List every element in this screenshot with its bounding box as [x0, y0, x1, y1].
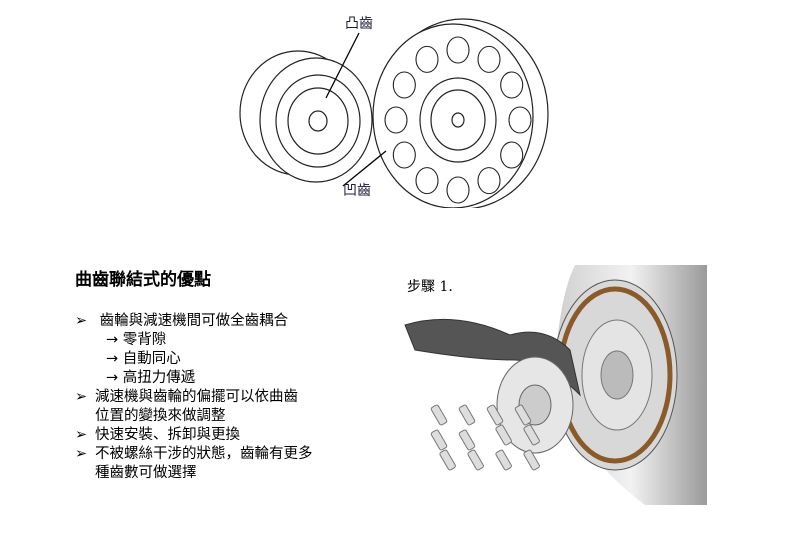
sub-bullet: → 自動同心: [106, 350, 181, 369]
bolt-hole: [446, 36, 470, 64]
bolt-hole: [415, 167, 439, 195]
bullet-text: 齒輪與減速機間可做全齒耦合: [99, 313, 289, 329]
bullet-marker-icon: ➢: [75, 427, 88, 443]
arrow-icon: →: [106, 370, 119, 386]
step-label: 步驟 1.: [407, 279, 453, 295]
concave-tooth-label: 凹齒: [343, 183, 371, 199]
bullet-text: 不被螺絲干涉的狀態，齒輪有更多: [95, 446, 313, 462]
bolt: [430, 429, 448, 451]
bullet-marker-icon: ➢: [75, 389, 88, 405]
sub-bullet: → 零背隙: [106, 331, 166, 350]
bolt-hole: [508, 106, 532, 134]
bullet-4-cont: 種齒數可做選擇: [95, 465, 197, 481]
bullet-marker-icon: ➢: [75, 446, 88, 462]
sub-text: 高扭力傳遞: [122, 370, 196, 386]
bolt: [439, 449, 456, 471]
convex-tooth-label: 凸齒: [345, 16, 373, 32]
bolt: [430, 404, 448, 426]
bolt: [523, 449, 540, 471]
bolt: [486, 404, 504, 426]
bullet-4: ➢ 不被螺絲干涉的狀態，齒輪有更多: [75, 445, 313, 464]
bolt: [514, 404, 532, 426]
bolt: [495, 424, 512, 446]
section-heading: 曲齒聯結式的優點: [75, 270, 211, 290]
bolt-hole: [392, 141, 416, 169]
bolt-hole: [392, 71, 416, 99]
bullet-marker-icon: ➢: [75, 313, 88, 329]
convex-gear-illustration: [239, 50, 373, 183]
sub-bullet: → 高扭力傳遞: [106, 369, 195, 388]
bullet-2: ➢ 減速機與齒輪的偏擺可以依曲齒: [75, 388, 298, 407]
bolt-hole: [446, 176, 470, 204]
curvic-coupling-diagram: [239, 18, 549, 208]
bullet-text: 快速安裝、拆卸與更換: [95, 427, 240, 443]
bolt-hole: [477, 45, 501, 73]
bullet-1: ➢ 齒輪與減速機間可做全齒耦合: [75, 312, 288, 331]
assembly-step-illustration: [404, 265, 707, 505]
arrow-icon: →: [106, 332, 119, 348]
sub-text: 零背隙: [122, 332, 167, 348]
bullet-text: 減速機與齒輪的偏擺可以依曲齒: [95, 389, 298, 405]
bolt: [495, 449, 512, 471]
bolt: [458, 404, 476, 426]
bolt: [467, 449, 484, 471]
bolt: [523, 424, 540, 446]
bolt-hole: [500, 141, 524, 169]
sub-text: 自動同心: [122, 351, 181, 367]
bolt-hole: [415, 45, 439, 73]
bolt-hole: [500, 71, 524, 99]
bullet-3: ➢ 快速安裝、拆卸與更換: [75, 426, 240, 445]
bolt-hole: [477, 167, 501, 195]
bullet-2-cont: 位置的變換來做調整: [95, 408, 226, 424]
arrow-icon: →: [106, 351, 119, 367]
bolt: [458, 429, 476, 451]
bolt-hole: [384, 106, 408, 134]
